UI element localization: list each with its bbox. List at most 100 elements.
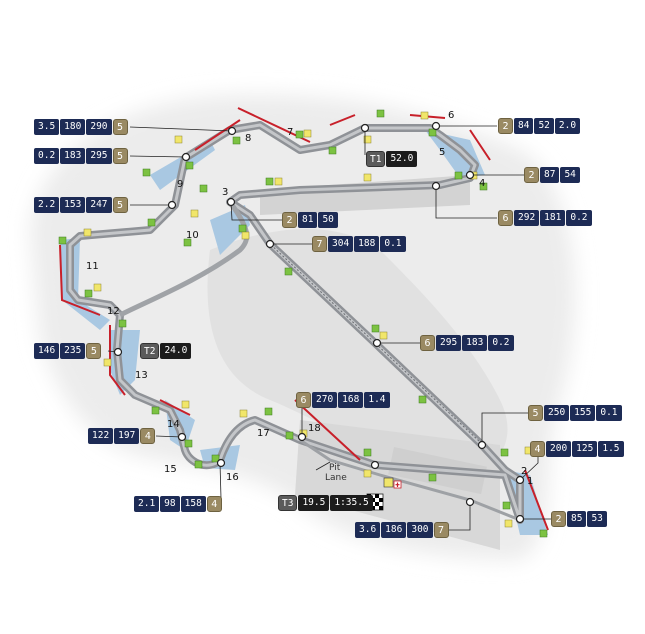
speed-value: 3.6 <box>355 522 381 538</box>
gear-badge: 5 <box>112 197 128 213</box>
speed-value: 1.4 <box>364 392 390 408</box>
speed-box: 5 250 155 0.1 <box>528 405 623 421</box>
speed-value: 188 <box>354 236 380 252</box>
speed-value: 180 <box>60 119 86 135</box>
turn-label: 18 <box>308 423 321 434</box>
pit-lane-label: Lane <box>325 473 347 483</box>
turn-label: 12 <box>107 306 120 317</box>
speed-value: 0.1 <box>596 405 622 421</box>
sector-time: 19.5 <box>298 495 330 511</box>
turn-label: 7 <box>287 127 293 138</box>
speed-value: 197 <box>114 428 140 444</box>
speed-box: 3.6 186 300 7 <box>355 522 450 538</box>
speed-value: 125 <box>572 441 598 457</box>
speed-value: 2.2 <box>34 197 60 213</box>
lap-time: 1:35.5 <box>330 495 373 511</box>
speed-box: 146 235 5 <box>34 343 102 359</box>
gear-badge: 5 <box>528 405 543 421</box>
speed-value: 87 <box>540 167 560 183</box>
speed-value: 122 <box>88 428 114 444</box>
speed-value: 2.1 <box>134 496 160 512</box>
turn-label: 13 <box>135 370 148 381</box>
speed-box: 122 197 4 <box>88 428 156 444</box>
turn-label: 2 <box>521 466 527 477</box>
gear-badge: 4 <box>530 441 545 457</box>
speed-value: 183 <box>60 148 86 164</box>
speed-value: 158 <box>180 496 206 512</box>
gear-badge: 5 <box>112 148 128 164</box>
turn-label: 11 <box>86 261 99 272</box>
speed-value: 168 <box>338 392 364 408</box>
speed-value: 200 <box>546 441 572 457</box>
speed-value: 300 <box>407 522 433 538</box>
turn-label: 8 <box>245 133 251 144</box>
turn-label: 9 <box>177 179 183 190</box>
sector-time: 24.0 <box>160 343 192 359</box>
gear-badge: 6 <box>296 392 311 408</box>
infield-area <box>207 229 508 472</box>
gear-badge: 7 <box>312 236 327 252</box>
speed-value: 0.2 <box>488 335 514 351</box>
speed-value: 53 <box>587 511 607 527</box>
speed-box: 4 200 125 1.5 <box>530 441 625 457</box>
speed-value: 186 <box>381 522 407 538</box>
turn-label: 4 <box>479 178 485 189</box>
sector-label: T2 <box>140 343 160 359</box>
speed-value: 0.2 <box>566 210 592 226</box>
speed-value: 50 <box>318 212 338 228</box>
turn-label: 6 <box>448 110 454 121</box>
gear-badge: 4 <box>206 496 222 512</box>
pit-marker-icon <box>383 477 402 489</box>
speed-value: 295 <box>86 148 112 164</box>
speed-value: 81 <box>298 212 318 228</box>
turn-label: 1 <box>527 476 533 487</box>
speed-value: 292 <box>514 210 540 226</box>
marshal-posts <box>58 109 548 538</box>
speed-value: 183 <box>462 335 488 351</box>
speed-value: 84 <box>514 118 534 134</box>
track-inner-line <box>68 123 522 521</box>
speed-value: 235 <box>60 343 86 359</box>
turn-label: 10 <box>186 230 199 241</box>
turn-label: 3 <box>222 187 228 198</box>
speed-box: 2 81 50 <box>282 212 339 228</box>
sector-time: 52.0 <box>386 151 418 167</box>
sector-timer-t3: T3 19.5 1:35.5 <box>278 495 374 511</box>
speed-box: 6 292 181 0.2 <box>498 210 593 226</box>
speed-value: 52 <box>534 118 554 134</box>
turn-numbers: 1 2 3 4 5 6 7 8 9 10 11 12 13 14 15 16 1… <box>86 110 533 487</box>
speed-box: 2 84 52 2.0 <box>498 118 581 134</box>
speed-box: 2 87 54 <box>524 167 581 183</box>
gear-badge: 6 <box>420 335 435 351</box>
pit-lane-path <box>299 438 521 522</box>
speed-box: 0.2 183 295 5 <box>34 148 129 164</box>
speed-value: 54 <box>560 167 580 183</box>
gear-badge: 4 <box>140 428 156 444</box>
speed-box: 2.1 98 158 4 <box>134 496 223 512</box>
turn-label: 5 <box>439 147 445 158</box>
callout-nodes <box>113 121 525 524</box>
speed-value: 0.2 <box>34 148 60 164</box>
speed-value: 295 <box>436 335 462 351</box>
gear-badge: 7 <box>433 522 449 538</box>
speed-value: 85 <box>567 511 587 527</box>
speed-value: 153 <box>60 197 86 213</box>
gear-badge: 2 <box>498 118 513 134</box>
sector-label: T1 <box>366 151 386 167</box>
gear-badge: 6 <box>498 210 513 226</box>
speed-value: 2.0 <box>554 118 581 134</box>
gear-badge: 5 <box>112 119 128 135</box>
callout-lines <box>107 125 551 531</box>
pit-lane-label: Pit <box>329 463 341 473</box>
speed-value: 98 <box>160 496 180 512</box>
speed-value: 3.5 <box>34 119 60 135</box>
turn-label: 16 <box>226 472 239 483</box>
gear-badge: 2 <box>551 511 566 527</box>
turn-label: 14 <box>167 419 180 430</box>
speed-value: 304 <box>328 236 354 252</box>
speed-value: 155 <box>570 405 596 421</box>
speed-box: 7 304 188 0.1 <box>312 236 407 252</box>
speed-value: 146 <box>34 343 60 359</box>
